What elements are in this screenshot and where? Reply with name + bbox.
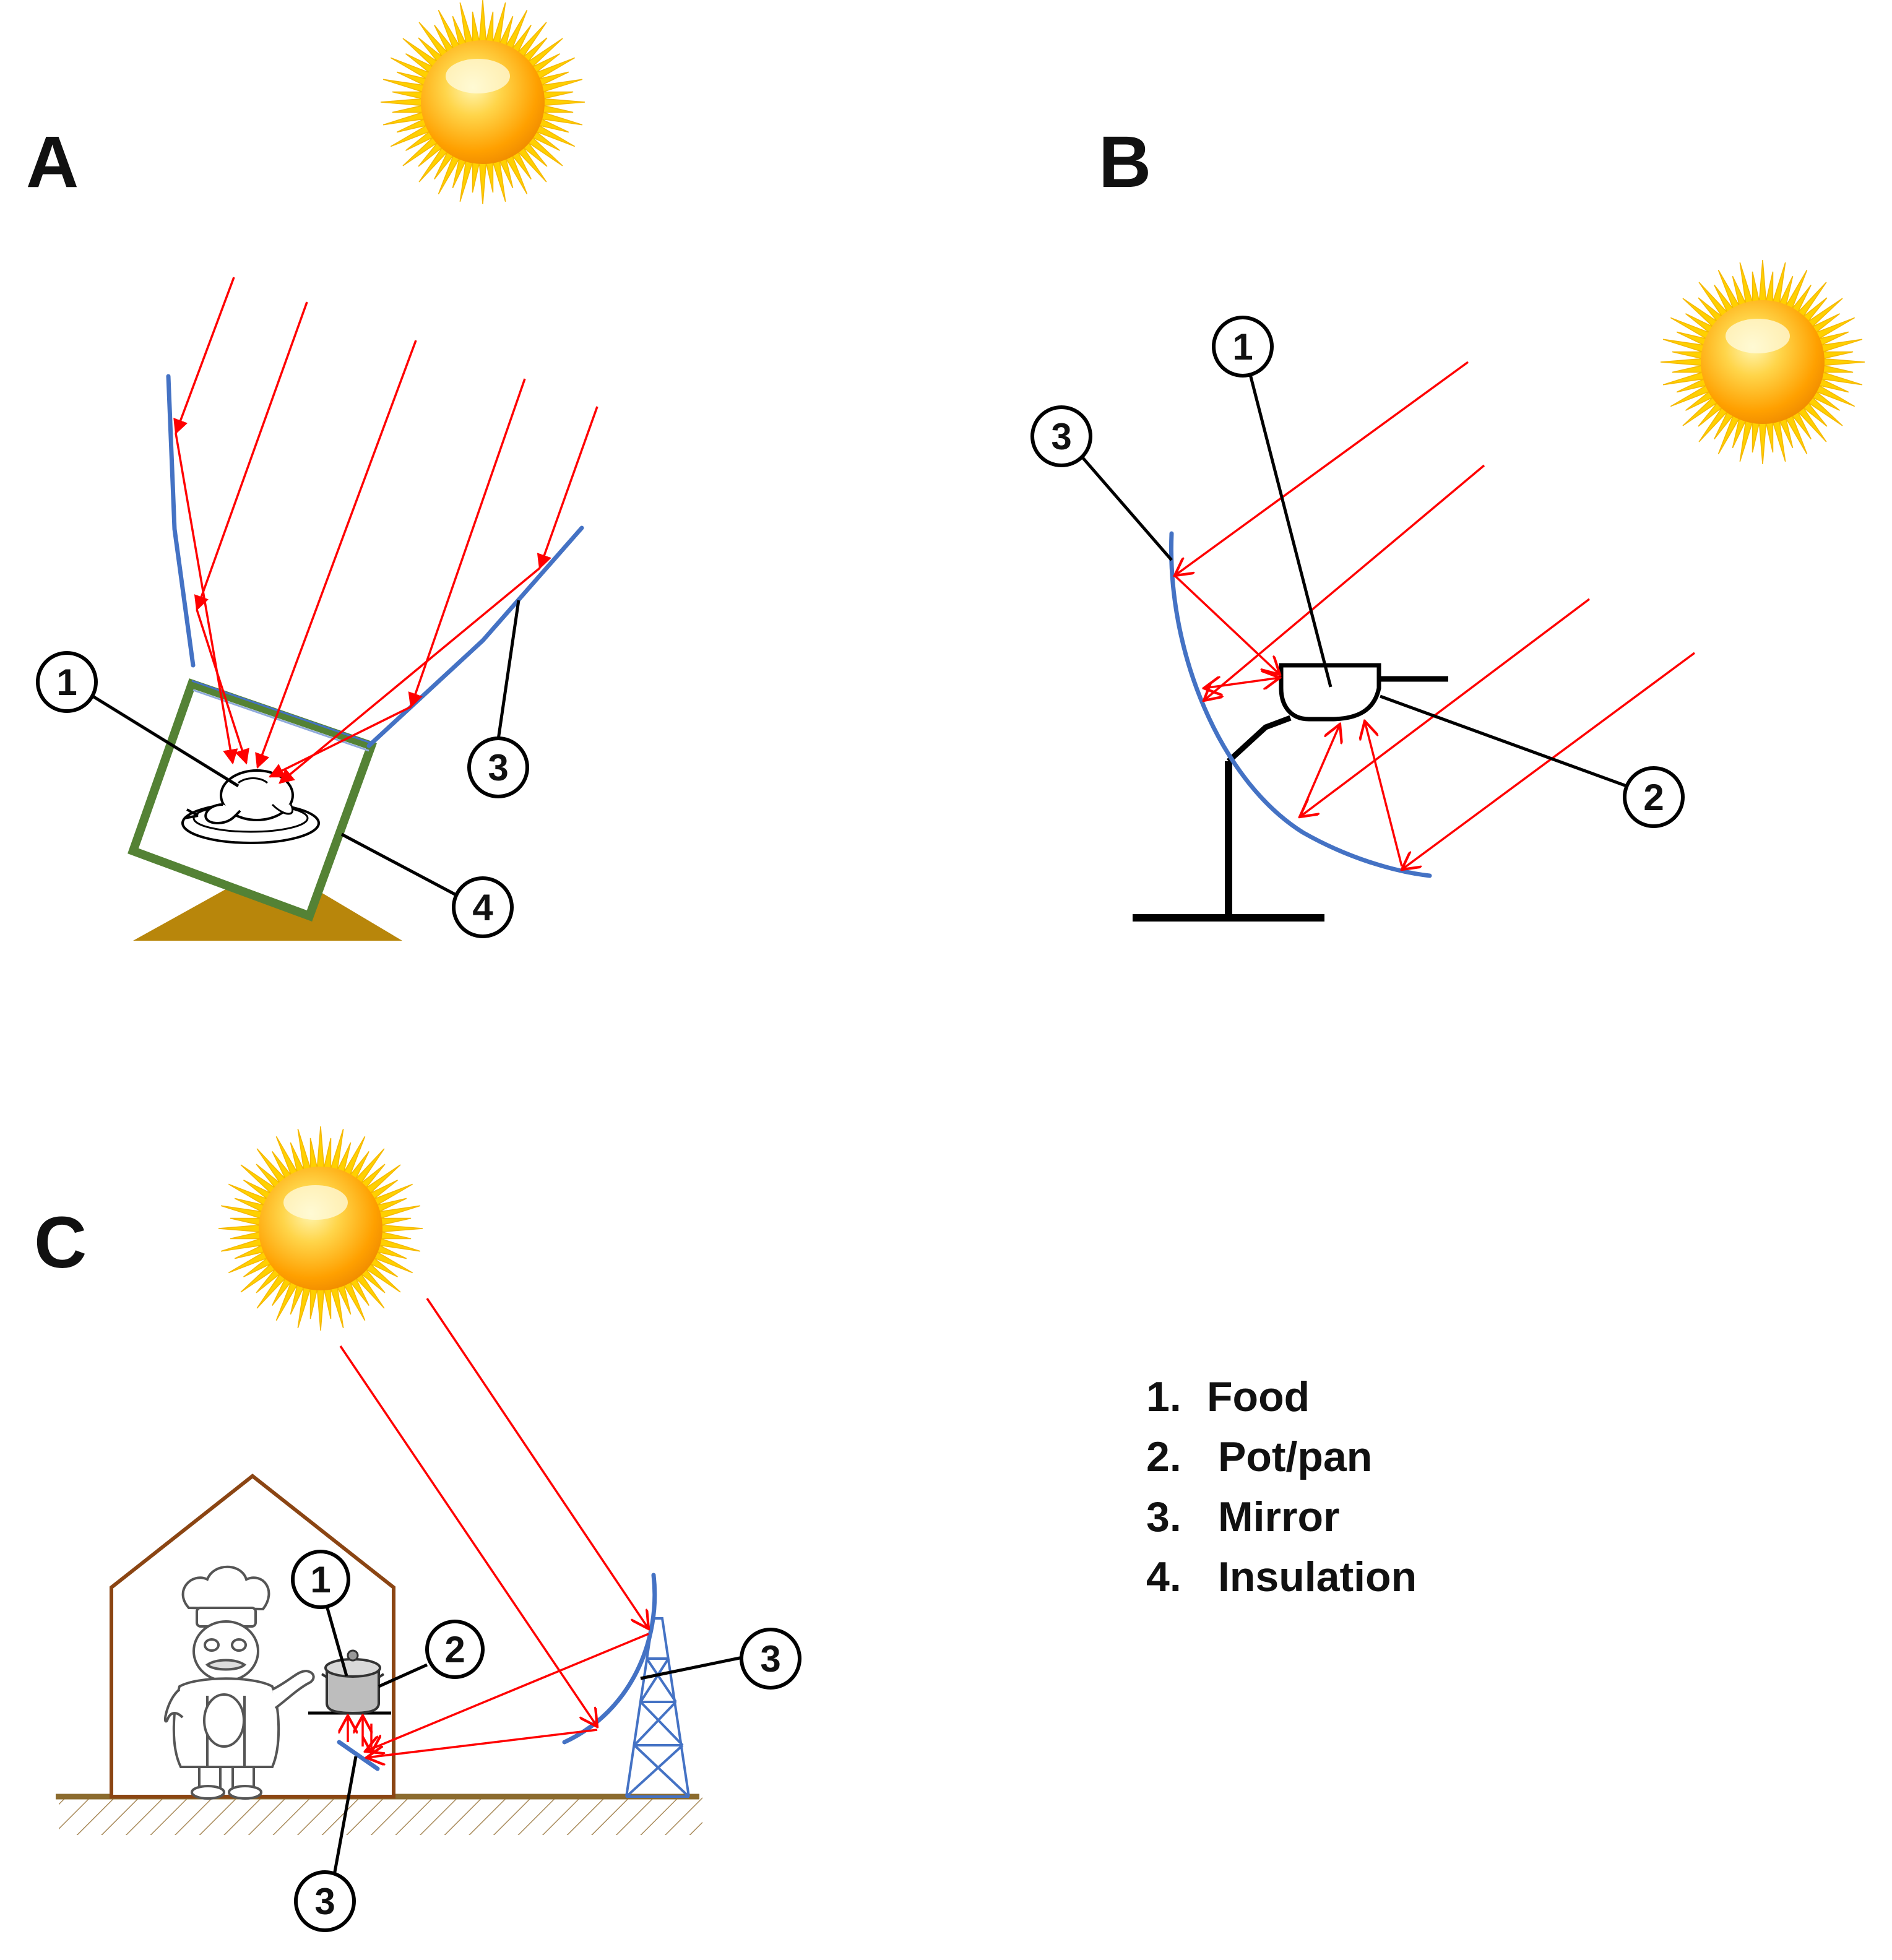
callout-food: [291, 1550, 350, 1609]
panel-b-letter: B: [1099, 121, 1151, 203]
callout-food-number: 1: [1232, 326, 1253, 368]
reflector-right: [366, 525, 584, 748]
callout-mirror: [467, 736, 529, 798]
panel-b: B 1 2 3: [1030, 121, 1696, 922]
legend-label: Insulation: [1218, 1553, 1417, 1600]
callout-mirror-number: 3: [488, 747, 508, 788]
pot-icon: [1279, 663, 1448, 722]
legend-label: Food: [1207, 1373, 1310, 1420]
callout-pot-number: 2: [1643, 777, 1664, 818]
large-curved-mirror: [562, 1573, 657, 1745]
callout-mirror-small: [294, 1870, 356, 1932]
legend-label: Pot/pan: [1218, 1433, 1372, 1480]
reflector-left: [166, 374, 196, 668]
callout-pot: [1623, 766, 1685, 828]
sun-icon: [380, 0, 585, 205]
legend-number: 4.: [1146, 1553, 1181, 1600]
legend-number: 3.: [1146, 1493, 1181, 1540]
callout-mirror: [1030, 405, 1092, 467]
sun-highlight: [1726, 319, 1790, 353]
callout-pot-number: 2: [444, 1629, 465, 1670]
callout-food: [36, 651, 98, 713]
chef-icon: [164, 1565, 315, 1800]
callout-mirror-number: 3: [1051, 416, 1071, 457]
sun-core: [421, 40, 545, 164]
callout-mirror-large-number: 3: [760, 1638, 780, 1680]
legend: 1. Food 2. Pot/pan 3. Mirror 4. Insulati…: [1146, 1373, 1417, 1600]
legend-number: 2.: [1146, 1433, 1181, 1480]
callout-food-number: 1: [310, 1559, 330, 1600]
panel-a-letter: A: [26, 121, 79, 203]
callout-insulation-number: 4: [472, 887, 493, 928]
legend-label: Mirror: [1218, 1493, 1339, 1540]
callout-pot: [425, 1620, 485, 1679]
sun-highlight: [446, 59, 510, 93]
callout-food: [1212, 316, 1274, 378]
cooking-pot-icon: [321, 1649, 385, 1715]
panel-c: C: [34, 1202, 801, 1932]
legend-number: 1.: [1146, 1373, 1181, 1420]
sun-highlight: [283, 1185, 348, 1220]
sun-icon: [218, 1126, 423, 1331]
callout-mirror-large: [740, 1628, 801, 1690]
callout-insulation: [452, 876, 514, 938]
parabolic-mirror: [1168, 531, 1432, 878]
mirror-tower: [625, 1617, 690, 1798]
callout-mirror-small-number: 3: [314, 1881, 335, 1922]
sun-core: [1701, 300, 1825, 424]
sun-icon: [1660, 259, 1865, 465]
panel-c-letter: C: [34, 1202, 87, 1284]
callout-food-number: 1: [56, 662, 77, 703]
panel-a: A 1: [26, 121, 598, 941]
sun-core: [259, 1167, 382, 1290]
turkey-food-icon: [181, 769, 320, 844]
